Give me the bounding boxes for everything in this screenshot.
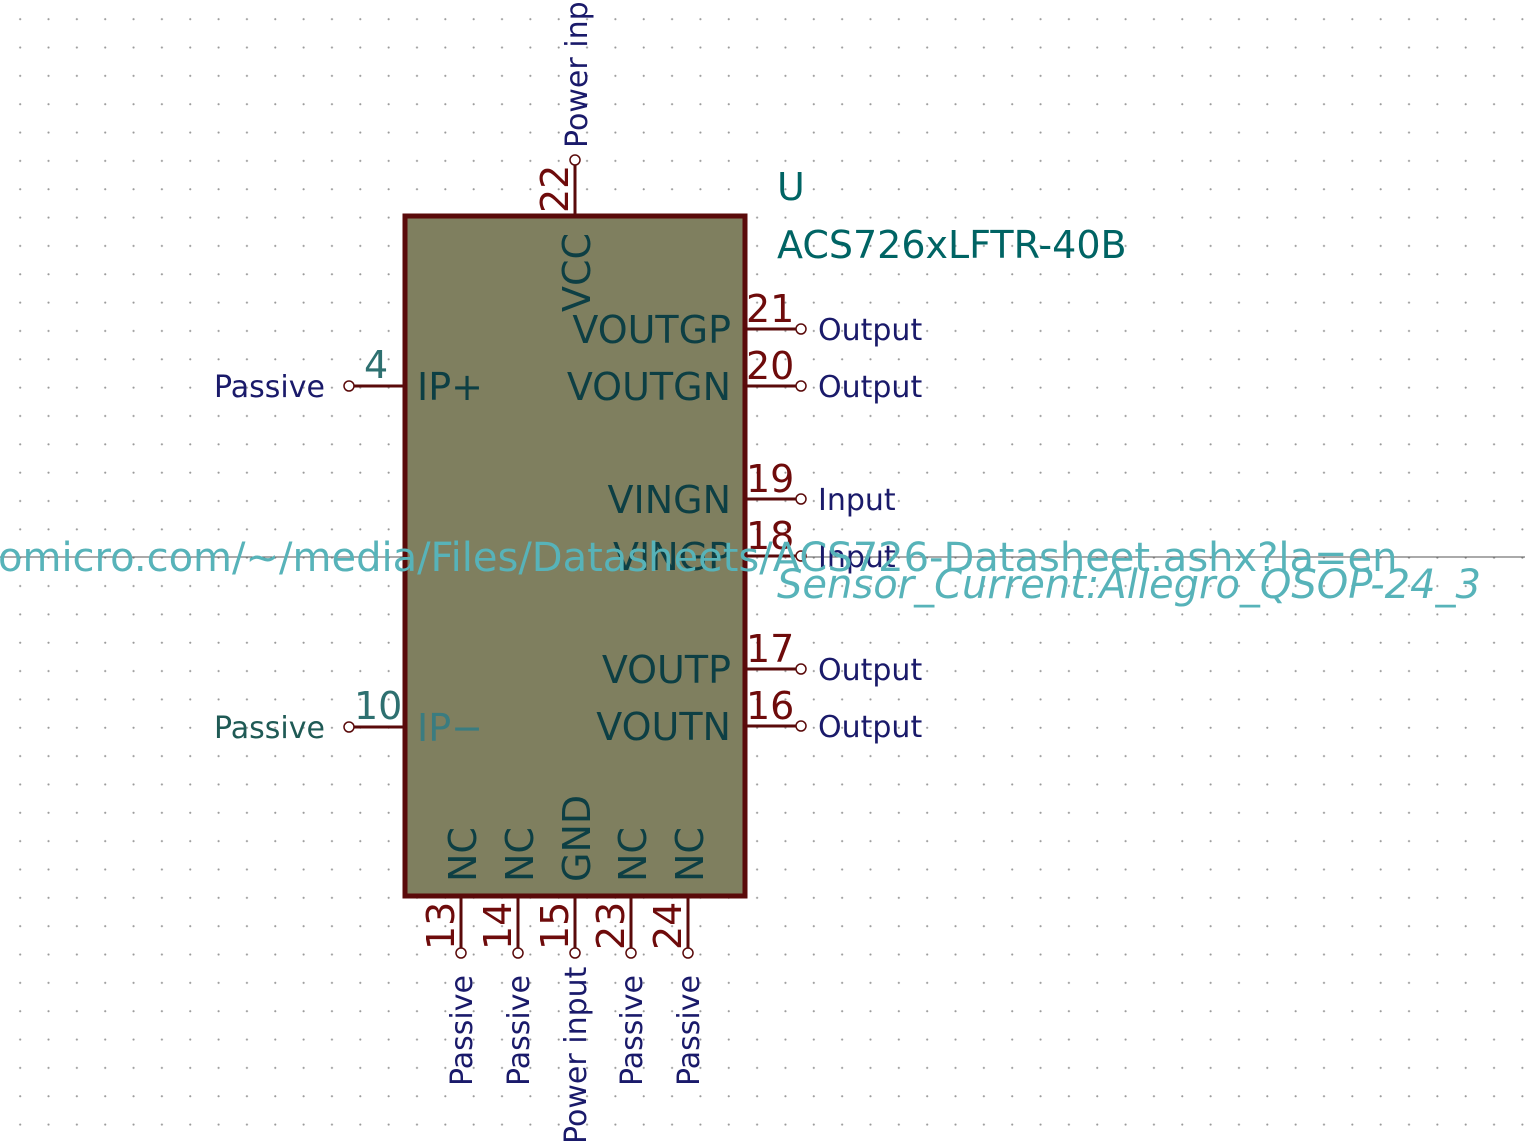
- pin-name: NC: [611, 827, 655, 882]
- pin-electrical-type: Power input: [560, 0, 595, 148]
- pin-electrical-type: Passive: [615, 975, 650, 1086]
- pin-electrical-type: Output: [818, 653, 922, 688]
- pin-19[interactable]: 19 VINGN Input: [608, 457, 896, 522]
- pin-number: 16: [746, 684, 794, 728]
- pin-18[interactable]: 18 VINGP Input: [613, 514, 896, 579]
- pin-number: 4: [364, 343, 388, 387]
- pin-13[interactable]: 13 NC Passive: [419, 827, 485, 1086]
- pin-14[interactable]: 14 NC Passive: [476, 827, 542, 1086]
- pin-name: VINGP: [613, 535, 731, 579]
- pin-name: IP−: [417, 706, 483, 750]
- pin-20[interactable]: 20 VOUTGN Output: [567, 344, 923, 409]
- pin-electrical-type: Passive: [214, 370, 325, 405]
- pin-number: 10: [354, 684, 402, 728]
- pin-17[interactable]: 17 VOUTP Output: [602, 627, 923, 692]
- pin-number: 17: [746, 627, 794, 671]
- pin-name: VINGN: [608, 478, 732, 522]
- pin-24[interactable]: 24 NC Passive: [646, 827, 712, 1086]
- pin-electrical-type: Passive: [502, 975, 537, 1086]
- pin-number: 23: [589, 902, 633, 950]
- pin-name: GND: [555, 795, 599, 882]
- datasheet-field[interactable]: omicro.com/~/media/Files/Datasheets/ACS7…: [0, 535, 1398, 581]
- footprint-field[interactable]: Sensor_Current:Allegro_QSOP-24_3: [777, 562, 1481, 608]
- pin-23[interactable]: 23 NC Passive: [589, 827, 655, 1086]
- pin-name: VOUTP: [602, 648, 731, 692]
- pin-16[interactable]: 16 VOUTN Output: [596, 684, 922, 749]
- pin-name: VOUTGN: [567, 365, 731, 409]
- component-value[interactable]: ACS726xLFTR-40B: [777, 223, 1127, 267]
- pin-15[interactable]: 15 GND Power input: [533, 795, 599, 1144]
- pin-name: NC: [668, 827, 712, 882]
- pin-4[interactable]: 4 IP+ Passive: [214, 343, 483, 409]
- pin-name: VOUTGP: [572, 308, 731, 352]
- pin-electrical-type: Input: [818, 483, 896, 518]
- pin-number: 21: [746, 287, 794, 331]
- pin-electrical-type: Output: [818, 370, 922, 405]
- pin-electrical-type: Passive: [672, 975, 707, 1086]
- pin-electrical-type: Input: [818, 540, 896, 575]
- pin-number: 18: [746, 514, 794, 558]
- pin-electrical-type: Passive: [445, 975, 480, 1086]
- reference-designator[interactable]: U: [777, 165, 805, 209]
- pin-name: VCC: [555, 233, 599, 312]
- pin-name: IP+: [417, 365, 483, 409]
- pin-number: 15: [533, 902, 577, 950]
- pin-number: 20: [746, 344, 794, 388]
- pin-name: NC: [498, 827, 542, 882]
- pin-10[interactable]: 10 IP− Passive: [214, 684, 483, 750]
- pin-name: NC: [441, 827, 485, 882]
- pin-electrical-type: Passive: [214, 711, 325, 746]
- pin-22[interactable]: 22 VCC Power input: [533, 0, 599, 312]
- pin-number: 14: [476, 902, 520, 950]
- pin-number: 13: [419, 902, 463, 950]
- pin-electrical-type: Power input: [559, 966, 594, 1144]
- pin-electrical-type: Output: [818, 710, 922, 745]
- pin-electrical-type: Output: [818, 313, 922, 348]
- pin-number: 22: [533, 165, 577, 213]
- pin-name: VOUTN: [596, 705, 731, 749]
- pin-number: 24: [646, 902, 690, 950]
- pin-number: 19: [746, 457, 794, 501]
- pin-21[interactable]: 21 VOUTGP Output: [572, 287, 922, 352]
